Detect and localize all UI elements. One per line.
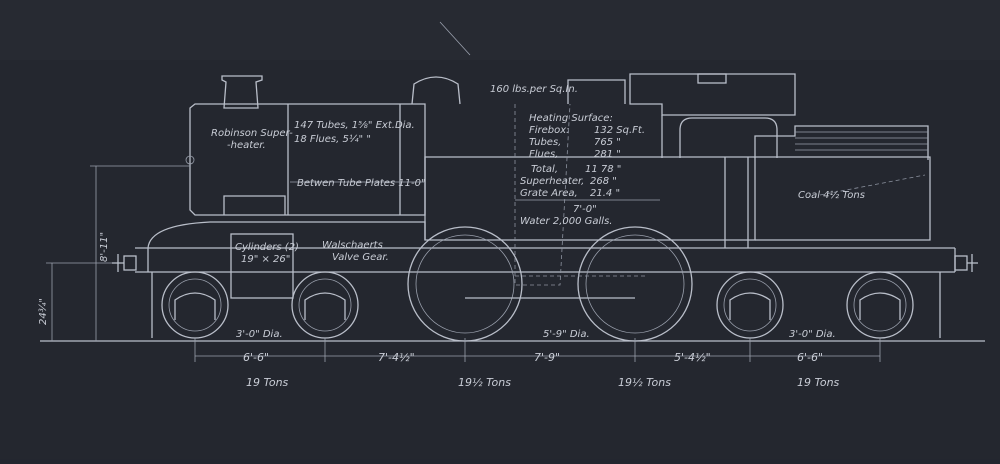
- hs-total-label: Total,: [531, 164, 558, 175]
- coal-capacity-label: Coal 4½ Tons: [798, 189, 865, 201]
- hs-superheater-value: 268 ": [590, 176, 617, 187]
- rear-wheel-dia-label: 3'-0" Dia.: [789, 329, 836, 340]
- hs-row-tubes-value: 765 ": [594, 137, 621, 148]
- hs-superheater-label: Superheater,: [520, 176, 584, 187]
- cylinders-label-1: Cylinders (2): [235, 242, 299, 253]
- spacing-4: 5'-4½": [674, 351, 711, 364]
- front-bogie-wheels: [161, 271, 359, 339]
- cylinder-block: [230, 233, 294, 299]
- axle-load-4: 19 Tons: [797, 376, 840, 389]
- firebox-length-label: 7'-0": [573, 204, 597, 215]
- cylinders-label-2: 19" × 26": [241, 254, 290, 265]
- rear-buffer: [954, 254, 978, 272]
- cab: [629, 73, 929, 160]
- smokebox-saddle: [223, 195, 286, 215]
- spacing-3: 7'-9": [534, 351, 560, 364]
- hs-row-firebox-value: 132 Sq.Ft.: [594, 125, 645, 136]
- tubes-label-1: 147 Tubes, 1⅝" Ext.Dia.: [294, 120, 415, 131]
- hs-grate-label: Grate Area,: [520, 188, 578, 199]
- boiler-pressure-label: 160 lbs.per Sq.In.: [490, 84, 578, 95]
- safety-valve-casing: [567, 79, 626, 104]
- axle-load-1: 19 Tons: [246, 376, 289, 389]
- water-capacity-label: Water 2,000 Galls.: [520, 216, 612, 227]
- side-tank-and-bunker: [424, 156, 931, 248]
- hs-row-tubes-label: Tubes,: [529, 137, 561, 148]
- buffer-height-label: 24¾": [38, 298, 49, 325]
- paper-crease: [439, 21, 471, 56]
- dome: [411, 76, 461, 105]
- spacing-1: 6'-6": [243, 351, 269, 364]
- driving-wheel-dia-label: 5'-9" Dia.: [543, 329, 590, 340]
- heating-surface-title: Heating Surface:: [529, 113, 613, 124]
- hs-total-value: 11 78 ": [585, 164, 621, 175]
- superheater-label-1: Robinson Super-: [211, 128, 293, 139]
- paper-shade: [0, 0, 1000, 60]
- spacing-5: 6'-6": [797, 351, 823, 364]
- driving-wheels: [407, 226, 693, 342]
- firebox-outline: [514, 103, 571, 286]
- hs-row-firebox-label: Firebox:: [529, 125, 570, 136]
- height-label: 8'-11": [99, 232, 110, 262]
- front-wheel-dia-label: 3'-0" Dia.: [236, 329, 283, 340]
- valve-gear-label-1: Walschaerts: [322, 240, 383, 251]
- tubes-label-2: 18 Flues, 5¼" ": [294, 133, 371, 145]
- hs-row-flues-label: Flues,: [529, 149, 558, 160]
- front-buffer: [112, 254, 137, 272]
- hs-row-flues-value: 281 ": [594, 149, 621, 160]
- tube-plates-label: Betwen Tube Plates 11-0": [297, 178, 426, 189]
- wheelbase-ticks: [194, 338, 881, 362]
- axle-load-3: 19½ Tons: [618, 376, 671, 389]
- coal-outline: [819, 174, 926, 196]
- axle-load-2: 19½ Tons: [458, 376, 511, 389]
- spacing-2: 7'-4½": [378, 351, 415, 364]
- superheater-label-2: -heater.: [227, 140, 266, 151]
- chimney: [221, 75, 263, 109]
- valve-gear-label-2: Valve Gear.: [332, 252, 389, 263]
- hs-grate-value: 21.4 ": [590, 188, 620, 199]
- frames: [135, 221, 956, 338]
